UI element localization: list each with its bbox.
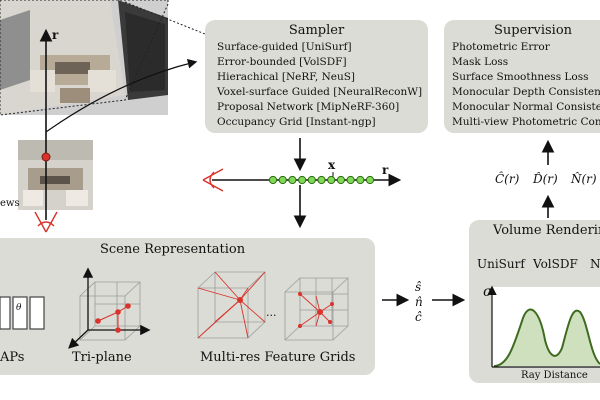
sampler-item: Proposal Network [MipNeRF-360] — [217, 101, 400, 113]
sampler-item: Surface-guided [UniSurf] — [217, 41, 352, 53]
sampler-item: Hierachical [NeRF, NeuS] — [217, 71, 356, 83]
ray-sample-point — [268, 175, 278, 185]
camera-image — [18, 140, 93, 210]
supervision-item: Monocular Depth Consisten — [452, 86, 600, 98]
volume-rendering-title: Volume Rendering — [493, 223, 600, 238]
supervision-item: Multi-view Photometric Con — [452, 116, 600, 128]
sampler-title: Sampler — [288, 23, 345, 38]
output-depth: D̂(r) — [533, 172, 558, 186]
vr-method: N — [590, 257, 600, 271]
sampler-item: Occupancy Grid [Instant-ngp] — [217, 116, 376, 128]
supervision-item: Photometric Error — [452, 41, 550, 53]
supervision-item: Mask Loss — [452, 56, 509, 68]
vr-method: VolSDF — [533, 257, 578, 271]
scene-representation-title: Scene Representation — [100, 242, 246, 257]
ray-x-label: x — [328, 158, 336, 172]
ray-sample-point — [298, 175, 307, 185]
vr-x-axis-label: Ray Distance — [521, 370, 588, 381]
prediction-color: ĉ — [415, 310, 422, 324]
ray-sample-point — [365, 175, 375, 185]
mlp-theta: θ — [16, 303, 22, 313]
room-image — [0, 0, 168, 115]
prediction-sdf: ŝ — [415, 280, 422, 294]
ray-sample-point — [278, 175, 287, 185]
supervision-item: Surface Smoothness Loss — [452, 71, 589, 83]
feature-grids-label: Multi-res Feature Grids — [200, 350, 356, 365]
ellipsis: ... — [266, 306, 277, 319]
triplane-label: Tri-plane — [72, 350, 132, 365]
supervision-panel: Supervision Photometric Error Mask Loss … — [444, 20, 600, 133]
camera-r-label: r — [52, 28, 59, 42]
ray-sample-point — [307, 175, 316, 185]
ray-sample-point — [288, 175, 297, 185]
output-normal: N̂(r) — [571, 172, 597, 186]
sampler-item: Error-bounded [VolSDF] — [217, 56, 347, 68]
sampler-panel: Sampler Surface-guided [UniSurf] Error-b… — [205, 20, 428, 133]
supervision-item: Monocular Normal Consiste — [452, 101, 600, 113]
vr-sigma: σ — [483, 284, 493, 300]
ray-sample-point — [317, 175, 326, 185]
ray-r-label: r — [382, 163, 389, 177]
ray-sample-point — [336, 175, 345, 185]
output-color: Ĉ(r) — [495, 172, 520, 186]
sampler-item: Voxel-surface Guided [NeuralReconW] — [217, 86, 423, 98]
mlp-label: APs — [0, 350, 25, 365]
ray-sample-point — [356, 175, 365, 185]
room-image-graphic — [0, 0, 168, 115]
camera-side-label: ews — [0, 198, 20, 209]
camera-image-graphic — [18, 140, 93, 210]
vr-method: UniSurf — [477, 257, 525, 271]
supervision-title: Supervision — [494, 23, 573, 38]
scene-representation-panel: Scene Representation — [0, 238, 375, 375]
prediction-normal: n̂ — [415, 295, 423, 309]
ray-sample-point — [327, 175, 336, 185]
ray-camera-icon — [202, 168, 224, 192]
ray-sample-point — [346, 175, 355, 185]
